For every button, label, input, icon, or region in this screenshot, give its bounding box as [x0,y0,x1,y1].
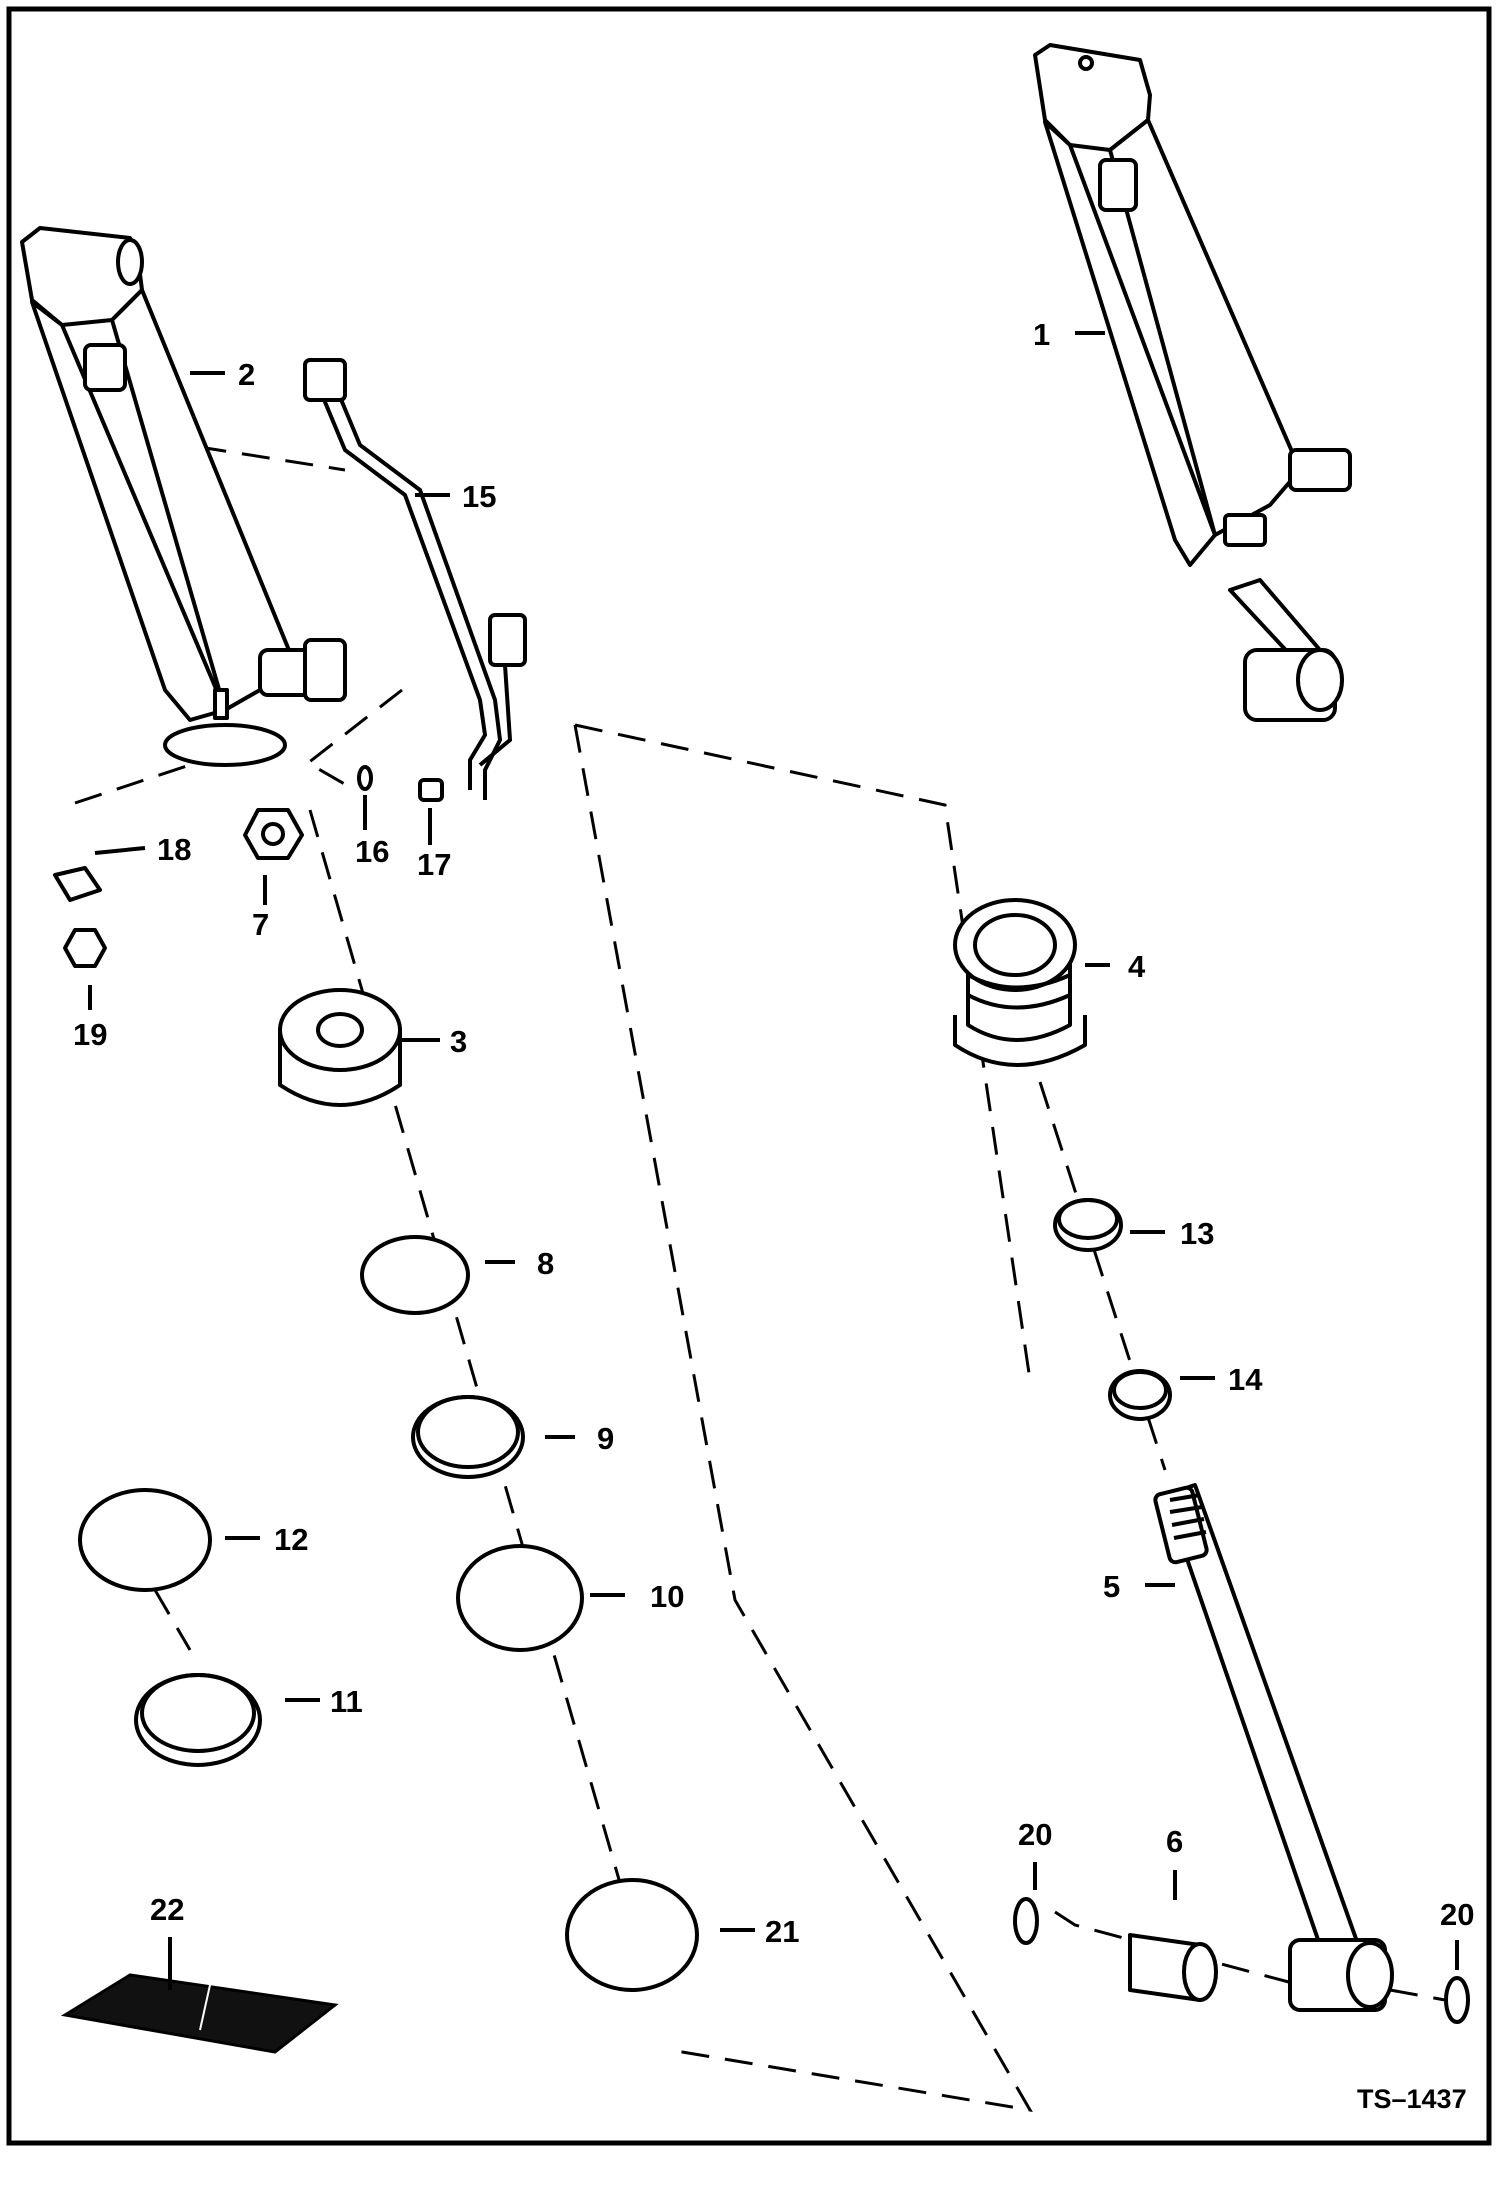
callout-8: 8 [537,1246,554,1281]
callout-20-right: 20 [1440,1897,1474,1932]
leader-lines [88,331,1459,1990]
decal-part [60,1973,339,2054]
callout-18: 18 [157,832,191,867]
cylinder-assembly-part [1033,43,1352,722]
callout-20-left: 20 [1018,1817,1052,1852]
callout-15: 15 [462,479,496,514]
callout-11: 11 [330,1684,363,1719]
bushing-part [1128,1933,1218,2002]
callout-21: 21 [765,1914,799,1949]
nut-hole [261,822,285,846]
piston-part [278,988,402,1107]
callout-13: 13 [1180,1216,1214,1251]
hydraulic-tube-part [303,358,527,800]
clamp-part [53,866,102,902]
callout-3: 3 [450,1024,467,1059]
callout-9: 9 [597,1421,614,1456]
cylinder-barrel-part [20,226,347,767]
seal-ring-21 [565,1878,699,1992]
callout-7: 7 [252,907,269,942]
callout-14: 14 [1228,1362,1263,1397]
callout-6: 6 [1166,1824,1183,1859]
seal-ring-9 [411,1395,525,1479]
callout-1: 1 [1033,317,1050,352]
callout-4: 4 [1128,949,1146,984]
callout-16: 16 [355,834,389,869]
gland-part [953,898,1087,1067]
callout-22: 22 [150,1892,184,1927]
callout-19: 19 [73,1017,107,1052]
seal-ring-10 [456,1544,584,1652]
wiper-part [1108,1369,1172,1421]
seal-ring-8 [360,1235,470,1315]
seal-ring-11 [134,1673,262,1767]
o-ring-small-part [357,765,373,791]
callout-10: 10 [650,1579,684,1614]
callout-17: 17 [417,847,451,882]
snap-ring-right [1444,1976,1470,2024]
callout-12: 12 [274,1522,308,1557]
drawing-reference-id: TS–1437 [1357,2084,1467,2114]
page-frame [6,6,1492,2146]
callout-2: 2 [238,357,255,392]
plug-part [418,778,444,802]
callout-5: 5 [1103,1569,1120,1604]
rod-seal-part [1053,1198,1123,1252]
lock-nut-part [63,928,107,968]
snap-ring-left [1013,1897,1039,1945]
seal-ring-12 [78,1488,212,1592]
rod-part [1153,1483,1394,2012]
